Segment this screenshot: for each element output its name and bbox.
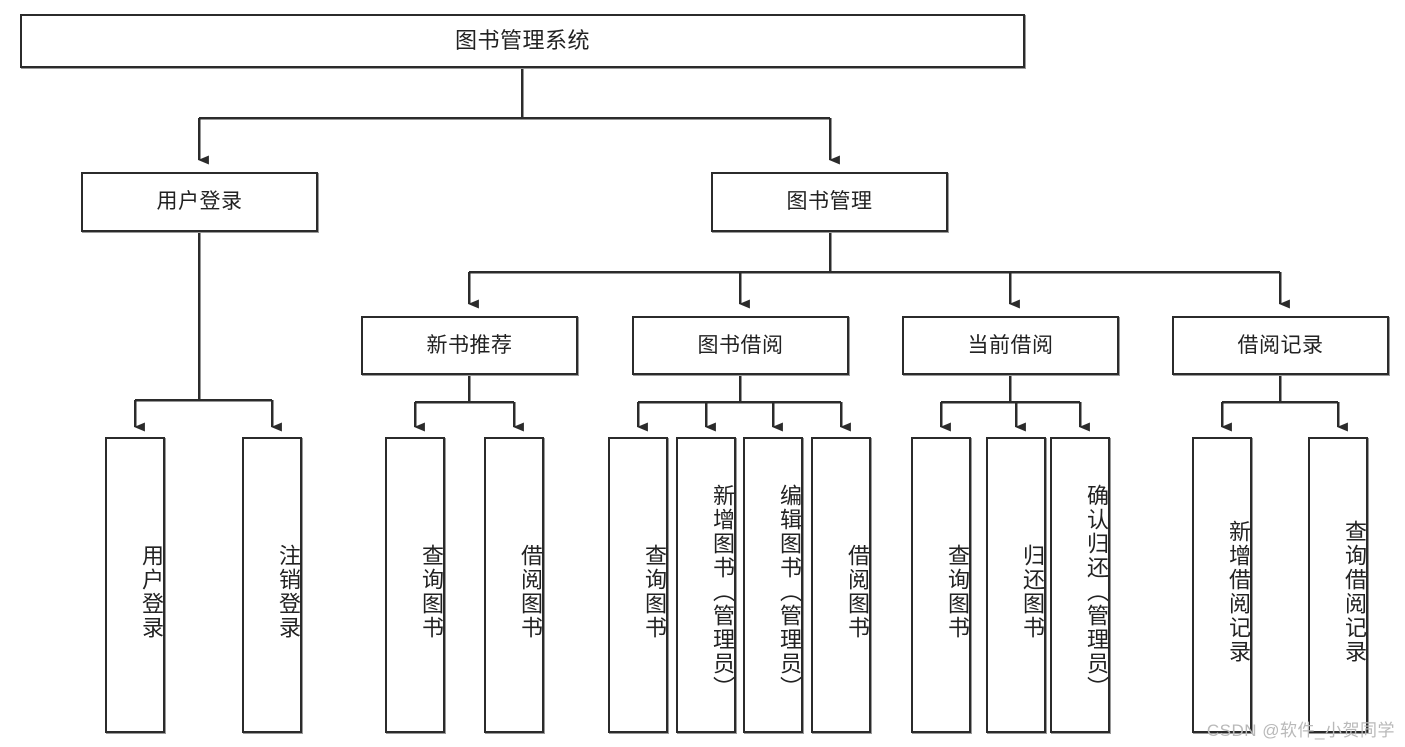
node-leaf-return-book-label: 归还图书 xyxy=(1020,544,1045,640)
node-user-login-label: 用户登录 xyxy=(156,190,243,214)
node-leaf-confirm-return[interactable]: 确认归还（管理员） xyxy=(1050,437,1110,733)
node-leaf-add-book-label: 新增图书（管理员） xyxy=(710,484,735,700)
node-leaf-user-login-label: 用户登录 xyxy=(139,544,164,640)
node-leaf-query-book-current[interactable]: 查询图书 xyxy=(911,437,971,733)
node-leaf-user-login[interactable]: 用户登录 xyxy=(105,437,165,733)
node-leaf-add-record-label: 新增借阅记录 xyxy=(1226,520,1251,664)
node-book-management[interactable]: 图书管理 xyxy=(711,172,948,232)
node-leaf-query-book-new-label: 查询图书 xyxy=(419,544,444,640)
node-root-label: 图书管理系统 xyxy=(454,27,590,53)
node-leaf-query-book-borrow-label: 查询图书 xyxy=(642,544,667,640)
node-leaf-query-book-new[interactable]: 查询图书 xyxy=(385,437,445,733)
node-book-management-label: 图书管理 xyxy=(786,190,873,214)
node-user-login[interactable]: 用户登录 xyxy=(81,172,318,232)
node-borrow-record-label: 借阅记录 xyxy=(1237,333,1324,357)
node-leaf-return-book[interactable]: 归还图书 xyxy=(986,437,1046,733)
node-root[interactable]: 图书管理系统 xyxy=(20,14,1025,68)
node-leaf-borrow-book-new[interactable]: 借阅图书 xyxy=(484,437,544,733)
node-book-borrow-label: 图书借阅 xyxy=(697,333,784,357)
node-leaf-logout[interactable]: 注销登录 xyxy=(242,437,302,733)
node-leaf-query-book-borrow[interactable]: 查询图书 xyxy=(608,437,668,733)
node-leaf-query-record[interactable]: 查询借阅记录 xyxy=(1308,437,1368,733)
node-leaf-confirm-return-label: 确认归还（管理员） xyxy=(1084,484,1109,700)
node-leaf-logout-label: 注销登录 xyxy=(276,544,301,640)
node-book-borrow[interactable]: 图书借阅 xyxy=(632,316,849,375)
node-leaf-edit-book[interactable]: 编辑图书（管理员） xyxy=(743,437,803,733)
node-leaf-add-book[interactable]: 新增图书（管理员） xyxy=(676,437,736,733)
node-leaf-query-book-current-label: 查询图书 xyxy=(945,544,970,640)
node-current-borrow-label: 当前借阅 xyxy=(967,333,1054,357)
watermark: CSDN @软件_小贺同学 xyxy=(1206,721,1395,740)
node-new-book-recommend-label: 新书推荐 xyxy=(426,333,513,357)
node-leaf-borrow-book[interactable]: 借阅图书 xyxy=(811,437,871,733)
node-leaf-query-record-label: 查询借阅记录 xyxy=(1342,520,1367,664)
node-new-book-recommend[interactable]: 新书推荐 xyxy=(361,316,578,375)
node-borrow-record[interactable]: 借阅记录 xyxy=(1172,316,1389,375)
node-leaf-borrow-book-label: 借阅图书 xyxy=(845,544,870,640)
node-leaf-add-record[interactable]: 新增借阅记录 xyxy=(1192,437,1252,733)
node-current-borrow[interactable]: 当前借阅 xyxy=(902,316,1119,375)
node-leaf-edit-book-label: 编辑图书（管理员） xyxy=(777,484,802,700)
node-leaf-borrow-book-new-label: 借阅图书 xyxy=(518,544,543,640)
